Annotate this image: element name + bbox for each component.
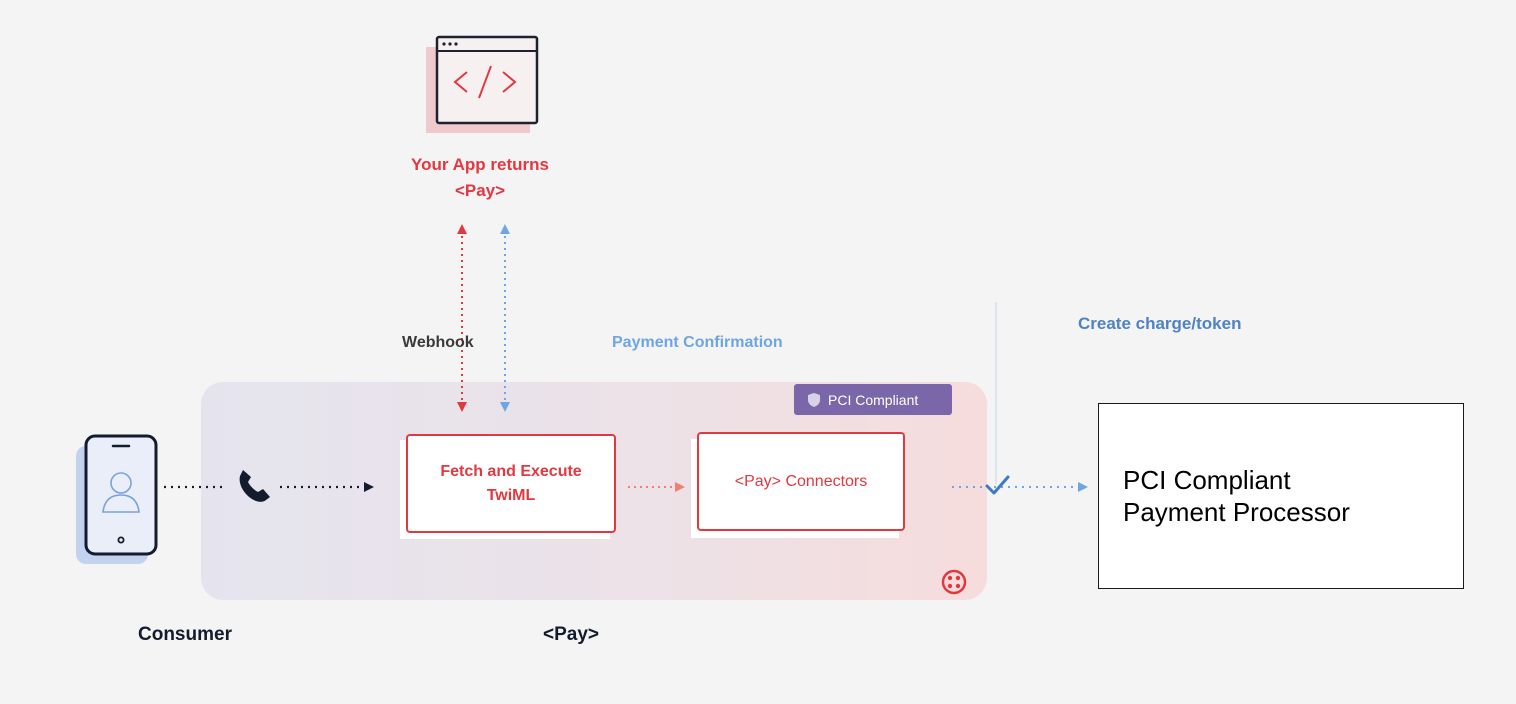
create-charge-label: Create charge/token	[1078, 314, 1242, 333]
fetch-execute-twiml-label: Fetch and Execute TwiML	[440, 462, 582, 504]
twilio-logo-icon	[941, 569, 967, 595]
pci-badge-label: PCI Compliant	[828, 391, 919, 408]
consumer-label: Consumer	[138, 624, 232, 645]
webhook-arrow	[457, 224, 467, 412]
app-label-line2: <Pay>	[454, 181, 506, 200]
phone-user-icon	[76, 434, 158, 564]
connectors-to-processor-arrowhead	[1078, 482, 1088, 492]
processor-line1: PCI Compliant	[1123, 465, 1291, 495]
payment-confirmation-arrow	[500, 224, 510, 412]
app-label: Your App returns <Pay>	[360, 152, 600, 204]
payment-confirmation-label: Payment Confirmation	[612, 334, 783, 351]
processor-line2: Payment Processor	[1123, 497, 1350, 527]
webhook-label: Webhook	[402, 334, 474, 351]
pay-connectors-box: <Pay> Connectors	[697, 432, 905, 531]
shield-icon	[808, 392, 820, 407]
payment-processor-box: PCI Compliant Payment Processor	[1098, 403, 1464, 589]
code-window-icon	[426, 35, 539, 133]
phone-handset-icon	[239, 470, 270, 502]
check-icon	[985, 475, 1010, 495]
pci-compliant-badge: PCI Compliant	[794, 384, 952, 415]
fetch-to-connectors-arrowhead	[675, 482, 685, 492]
pay-connectors-label: <Pay> Connectors	[734, 472, 868, 490]
fetch-execute-twiml-box: Fetch and Execute TwiML	[406, 434, 616, 533]
pay-label: <Pay>	[543, 624, 599, 645]
call-to-fetch-arrowhead	[364, 482, 374, 492]
app-label-line1: Your App returns	[411, 155, 549, 174]
